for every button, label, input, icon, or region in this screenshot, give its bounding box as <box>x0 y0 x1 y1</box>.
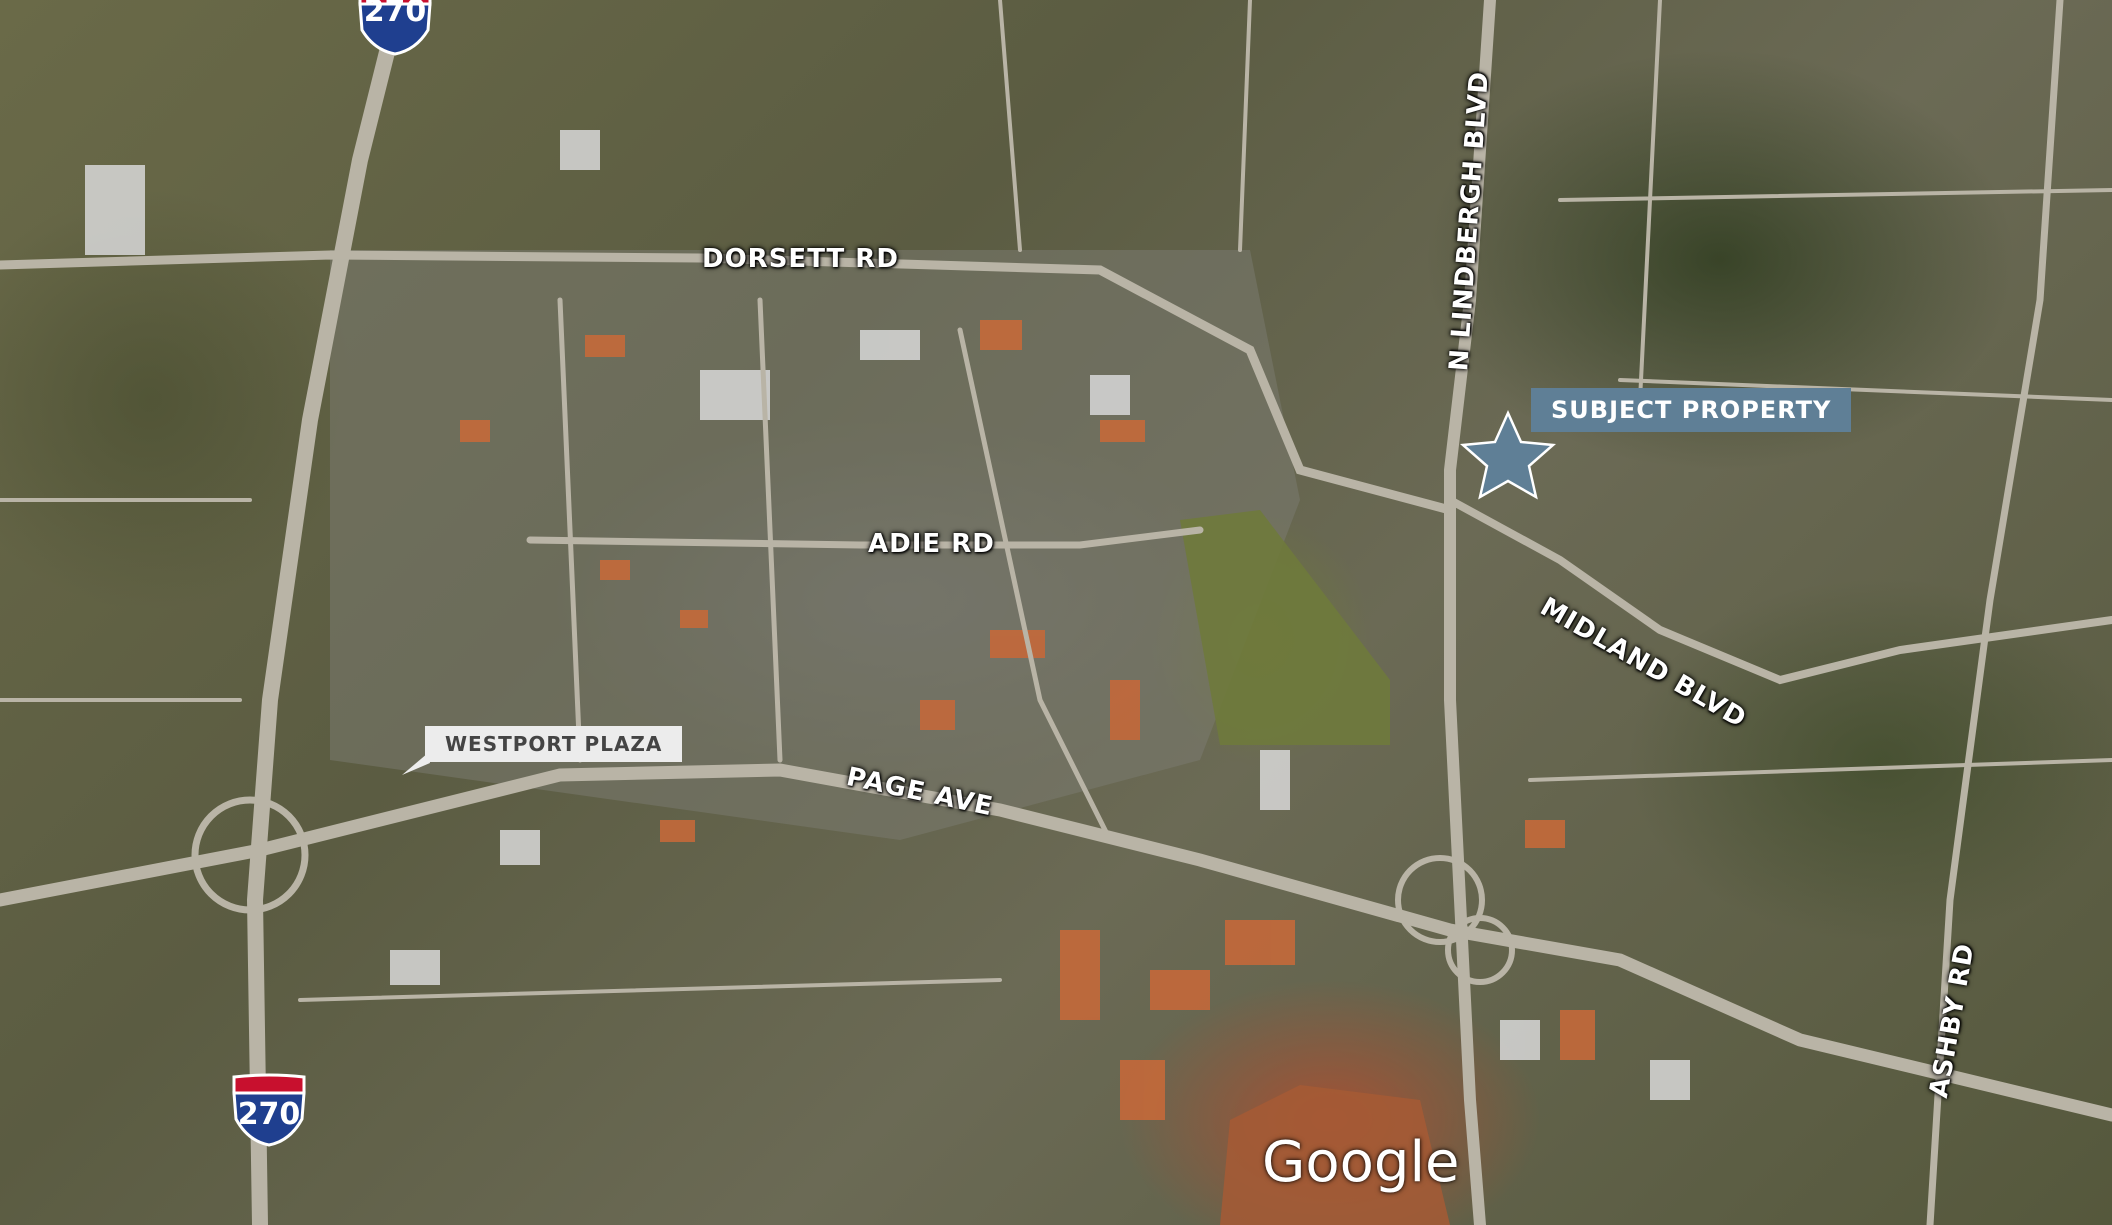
building-roofs <box>460 320 1595 1120</box>
shield-number: 270 <box>363 0 427 29</box>
westport-plaza-label[interactable]: WESTPORT PLAZA <box>425 726 683 762</box>
subject-property-star-icon[interactable] <box>1459 409 1557 500</box>
road-midland <box>1446 496 2112 685</box>
road-page <box>0 763 2112 1122</box>
open-field <box>1180 510 1390 745</box>
shield-number: 270 <box>237 1097 301 1132</box>
building-roofs-light <box>85 130 1690 1100</box>
interstate-270-shield-top: 270 <box>356 0 434 56</box>
interstate-shield-icon <box>232 1073 306 1147</box>
road-adie <box>526 526 1204 549</box>
clay-lot <box>1220 1085 1450 1225</box>
interstate-shield-icon <box>358 0 432 56</box>
road-i270 <box>246 12 403 1225</box>
road-lindbergh <box>1444 0 1496 1225</box>
subject-property-label[interactable]: SUBJECT PROPERTY <box>1531 388 1852 432</box>
road-ashby <box>1926 0 2064 1225</box>
google-attribution-logo: Google <box>1262 1130 1460 1195</box>
road-label-adie: ADIE RD <box>868 529 995 559</box>
road-label-dorsett: DORSETT RD <box>702 244 899 274</box>
westport-callout-pointer <box>402 753 430 775</box>
road-dorsett <box>0 250 1455 515</box>
interstate-270-shield-bottom: 270 <box>230 1073 308 1149</box>
